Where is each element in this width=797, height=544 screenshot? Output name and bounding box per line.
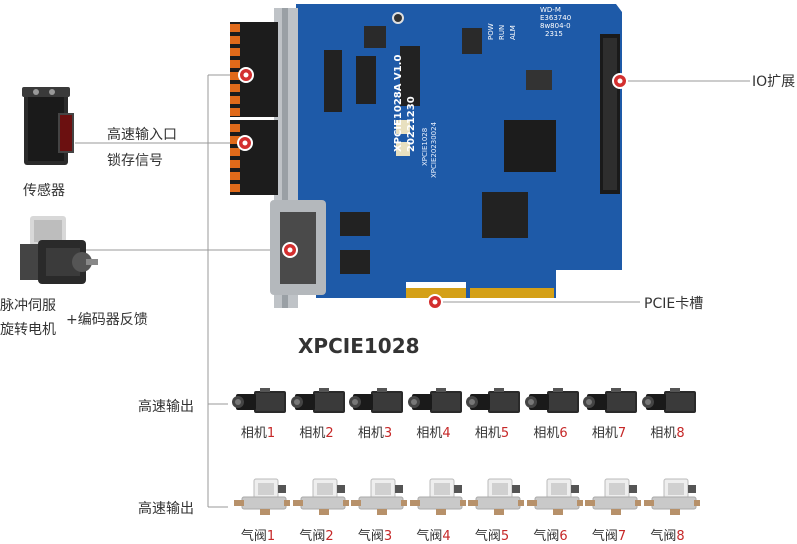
camera-icon <box>466 387 522 417</box>
valve-label: 气阀6 <box>523 525 579 544</box>
valve-label-prefix: 气阀 <box>240 529 267 544</box>
camera-icon <box>290 387 347 417</box>
valve-label: 气阀4 <box>406 525 462 544</box>
valve-label: 气阀7 <box>581 525 637 544</box>
valve-icon <box>583 477 643 517</box>
valve-label: 气阀1 <box>230 525 286 544</box>
valve-label-number: 6 <box>559 529 568 544</box>
pcie-slot-label: PCIE卡槽 <box>644 296 704 312</box>
camera-label-prefix: 相机 <box>533 426 560 441</box>
camera-icon <box>407 387 464 417</box>
camera-icon <box>641 387 698 417</box>
sensor-icon <box>22 87 74 165</box>
servo-device <box>16 214 98 288</box>
servo-label-line1: 脉冲伺服 <box>0 298 56 314</box>
valve-label-prefix: 气阀 <box>357 529 384 544</box>
camera-label-prefix: 相机 <box>416 426 443 441</box>
board-serial3: 8w804-0 <box>540 22 571 30</box>
camera-row-label: 高速输出 <box>138 399 194 415</box>
valve-icon <box>349 477 409 517</box>
camera-icon <box>232 387 288 417</box>
sensor-signal-line2: 锁存信号 <box>107 153 163 169</box>
valve-label-prefix: 气阀 <box>650 529 677 544</box>
valve-label-prefix: 气阀 <box>533 529 560 544</box>
camera-label-number: 2 <box>325 426 334 441</box>
product-title: XPCIE1028 <box>298 334 420 358</box>
valve-label-prefix: 气阀 <box>299 529 326 544</box>
valve-icon <box>408 477 468 517</box>
marker-terminal-top <box>238 67 254 83</box>
marker-terminal-bottom <box>237 135 253 151</box>
camera-label-number: 1 <box>266 426 276 441</box>
sensor-signal-line1: 高速输入口 <box>107 127 177 143</box>
board-serial4: 2315 <box>545 30 563 38</box>
camera-label-prefix: 相机 <box>591 426 618 441</box>
valve-label-number: 8 <box>676 529 685 544</box>
valve-label-number: 7 <box>617 529 627 544</box>
valve-label: 气阀2 <box>289 525 345 544</box>
camera-label: 相机6 <box>523 422 579 441</box>
servo-motor-icon <box>20 216 98 284</box>
servo-label-line2: 旋转电机 <box>0 322 56 338</box>
pcie-board <box>226 0 630 330</box>
valve-label: 气阀5 <box>464 525 520 544</box>
valve-label: 气阀8 <box>640 525 696 544</box>
camera-icon <box>583 387 639 417</box>
camera-label-number: 6 <box>559 426 568 441</box>
camera-label: 相机7 <box>581 422 637 441</box>
camera-label-number: 4 <box>442 426 451 441</box>
camera-label-number: 3 <box>383 426 393 441</box>
valve-label-number: 5 <box>500 529 510 544</box>
valve-label-number: 1 <box>266 529 276 544</box>
board-serial2: E363740 <box>540 14 572 22</box>
marker-io-header <box>612 73 628 89</box>
camera-icon <box>349 387 405 417</box>
valve-icon <box>642 477 702 517</box>
camera-label: 相机4 <box>406 422 462 441</box>
valve-icon <box>466 477 526 517</box>
valve-label-prefix: 气阀 <box>591 529 618 544</box>
camera-label-prefix: 相机 <box>299 426 326 441</box>
camera-label-prefix: 相机 <box>650 426 677 441</box>
marker-db-connector <box>282 242 298 258</box>
camera-label: 相机5 <box>464 422 520 441</box>
valve-label-number: 3 <box>383 529 393 544</box>
sensor-device <box>18 83 78 173</box>
valve-icon <box>232 477 292 517</box>
valve-label-number: 4 <box>442 529 451 544</box>
camera-label-prefix: 相机 <box>474 426 501 441</box>
sensor-label: 传感器 <box>23 183 65 199</box>
io-expansion-label: IO扩展 <box>752 74 796 90</box>
marker-pcie-slot <box>427 294 443 310</box>
servo-signal-label: +编码器反馈 <box>66 312 148 328</box>
valve-label-prefix: 气阀 <box>474 529 501 544</box>
valve-row-label: 高速输出 <box>138 501 194 517</box>
camera-label-prefix: 相机 <box>357 426 384 441</box>
valve-label-prefix: 气阀 <box>416 529 443 544</box>
camera-label: 相机1 <box>230 422 286 441</box>
camera-label: 相机8 <box>640 422 696 441</box>
camera-label: 相机3 <box>347 422 403 441</box>
board-serial1: WD-M <box>540 6 561 14</box>
valve-icon <box>525 477 585 517</box>
camera-label-number: 5 <box>500 426 510 441</box>
valve-label-number: 2 <box>325 529 334 544</box>
pcie-board-graphic <box>230 4 622 308</box>
camera-label-prefix: 相机 <box>240 426 267 441</box>
camera-label-number: 7 <box>617 426 627 441</box>
valve-icon <box>291 477 351 517</box>
valve-label: 气阀3 <box>347 525 403 544</box>
camera-label: 相机2 <box>289 422 345 441</box>
camera-label-number: 8 <box>676 426 685 441</box>
camera-icon <box>524 387 581 417</box>
